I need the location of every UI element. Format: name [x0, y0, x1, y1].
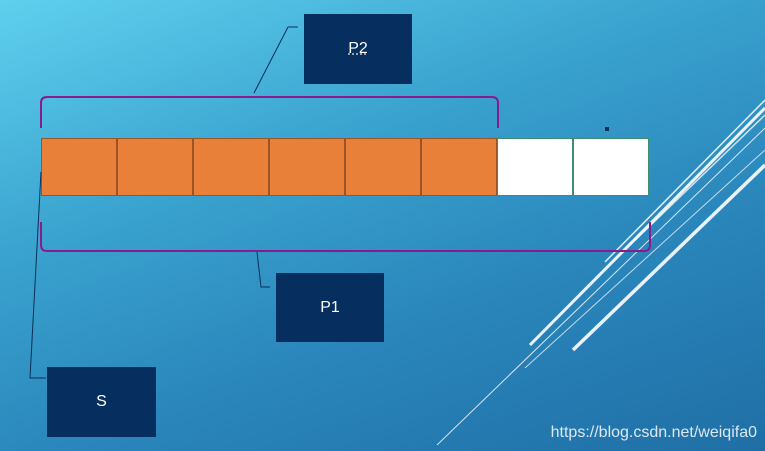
p1-label-box: P1 [276, 273, 384, 342]
p2-label-box: P2 [304, 14, 412, 84]
p2-label-text: P2 [348, 40, 368, 57]
p2-connector [253, 26, 298, 94]
p1-bracket [40, 222, 651, 252]
p1-label-text: P1 [320, 298, 340, 316]
filled-cell [421, 138, 497, 196]
marker-dot [605, 127, 609, 131]
watermark-text: https://blog.csdn.net/weiqifa0 [550, 424, 757, 441]
s-label-text: S [96, 393, 107, 410]
s-label-box: S [47, 367, 156, 437]
filled-cell [345, 138, 421, 196]
p2-bracket [40, 96, 499, 128]
empty-cell [573, 138, 649, 196]
filled-cell [117, 138, 193, 196]
s-connector [29, 171, 46, 379]
filled-cell [269, 138, 345, 196]
filled-cell [41, 138, 117, 196]
filled-cell [193, 138, 269, 196]
p1-connector [256, 251, 270, 288]
empty-cell [497, 138, 573, 196]
